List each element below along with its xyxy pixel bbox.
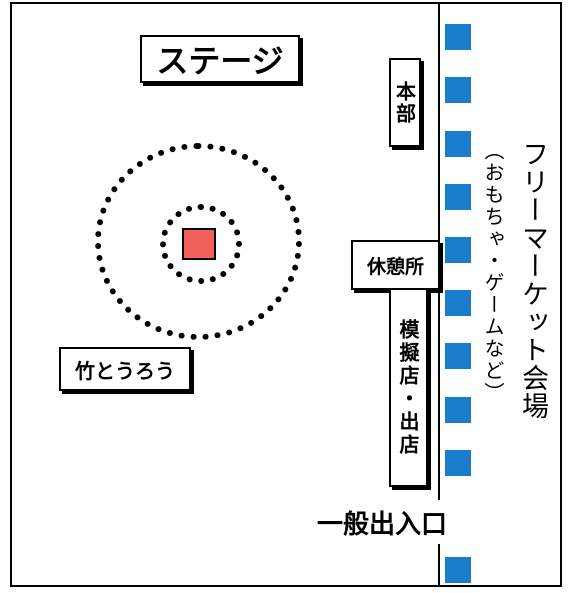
stage-label: ステージ [140, 35, 300, 83]
booth-marker [445, 131, 471, 157]
booth-marker [445, 397, 471, 423]
entrance-label: 一般出入口 [302, 500, 462, 544]
booth-marker [445, 557, 471, 583]
flea-market-subtitle: （おもちゃ・ゲームなど） [481, 140, 505, 404]
outer-dotted-ring [95, 143, 302, 340]
kyukeisho-label: 休憩所 [351, 240, 440, 290]
flea-market-title: フリーマーケット会場 [517, 140, 548, 420]
booth-marker [445, 237, 471, 263]
honbu-label: 本部 [389, 58, 421, 147]
booth-marker [445, 343, 471, 369]
booth-marker [445, 290, 471, 316]
lantern-center-marker [182, 228, 216, 260]
booth-marker [445, 450, 471, 476]
inner-dotted-ring [160, 204, 242, 284]
booth-marker [445, 77, 471, 103]
booth-marker [445, 24, 471, 50]
takedoro-label: 竹とうろう [59, 347, 191, 391]
mogiten-label: 模擬店・出店 [389, 288, 428, 487]
venue-divider-line [438, 2, 440, 587]
booth-marker [445, 184, 471, 210]
